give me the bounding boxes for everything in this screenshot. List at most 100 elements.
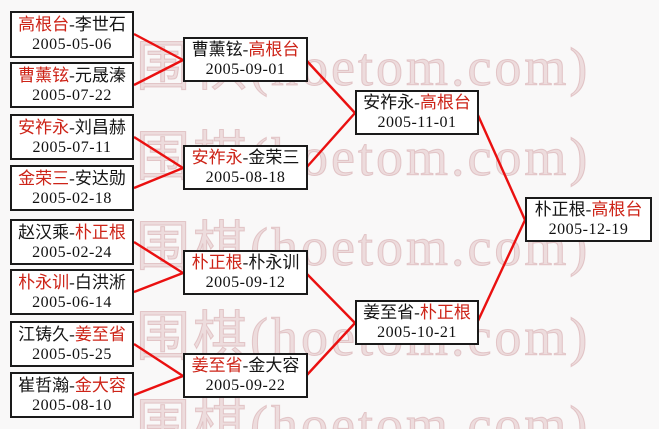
match-box-r1-4: 金荣三-安达勋 2005-02-18 — [10, 165, 134, 211]
match-players: 金荣三-安达勋 — [18, 168, 126, 189]
match-players: 姜至省-金大容 — [192, 355, 300, 376]
match-box-r2-1: 曹薰铉-高根台 2005-09-01 — [183, 37, 308, 82]
player-1: 金荣三 — [18, 168, 70, 188]
player-2: 金荣三 — [248, 148, 300, 167]
player-separator: - — [414, 93, 420, 112]
player-1: 赵汉乘 — [18, 222, 70, 242]
match-date: 2005-08-18 — [205, 169, 286, 186]
match-date: 2005-09-22 — [205, 377, 286, 394]
player-2: 高根台 — [591, 200, 643, 219]
player-separator: - — [69, 117, 75, 137]
match-box-sf-1: 安祚永-高根台 2005-11-01 — [355, 90, 479, 135]
player-2: 朴正根 — [74, 222, 126, 242]
match-date: 2005-05-06 — [32, 36, 112, 53]
match-date: 2005-02-18 — [32, 189, 112, 207]
connector-line — [133, 240, 184, 275]
match-players: 安祚永-高根台 — [363, 92, 471, 113]
match-date: 2005-05-25 — [32, 345, 112, 363]
player-2: 金大容 — [74, 375, 126, 395]
connector-line — [133, 374, 184, 397]
match-players: 朴正根-高根台 — [535, 199, 643, 220]
match-box-sf-2: 姜至省-朴正根 2005-10-21 — [355, 300, 479, 345]
match-box-r1-5: 赵汉乘-朴正根 2005-02-24 — [10, 219, 134, 265]
player-2: 元晟溱 — [74, 65, 126, 85]
match-players: 高根台-李世石 — [18, 14, 126, 35]
connector-line — [133, 166, 184, 190]
player-2: 高根台 — [248, 40, 300, 59]
match-date: 2005-08-10 — [32, 396, 112, 414]
match-box-r1-2: 曹薰铉-元晟溱 2005-07-22 — [10, 62, 134, 108]
match-box-r2-4: 姜至省-金大容 2005-09-22 — [183, 353, 308, 398]
match-date: 2005-11-01 — [377, 114, 457, 131]
player-2: 白洪淅 — [74, 272, 126, 292]
player-1: 高根台 — [18, 15, 70, 34]
match-box-r1-7: 江铸久-姜至省 2005-05-25 — [10, 321, 134, 367]
player-2: 高根台 — [419, 93, 471, 112]
player-1: 朴正根 — [191, 253, 243, 272]
player-separator: - — [69, 222, 75, 242]
match-date: 2005-10-21 — [377, 324, 457, 341]
player-2: 安达勋 — [74, 168, 126, 188]
player-1: 崔哲瀚 — [18, 375, 70, 395]
match-players: 曹薰铉-高根台 — [192, 39, 300, 60]
match-date: 2005-06-14 — [32, 293, 112, 311]
connector-line — [475, 112, 527, 221]
player-2: 金大容 — [248, 356, 300, 375]
match-date: 2005-12-19 — [548, 221, 629, 238]
player-separator: - — [242, 253, 249, 272]
match-players: 赵汉乘-朴正根 — [18, 222, 126, 243]
match-players: 曹薰铉-元晟溱 — [18, 65, 126, 86]
match-date: 2005-09-01 — [205, 61, 286, 78]
connector-line — [133, 271, 184, 294]
match-players: 朴正根-朴永训 — [192, 252, 300, 273]
player-separator: - — [242, 148, 249, 167]
match-box-r1-6: 朴永训-白洪淅 2005-06-14 — [10, 269, 134, 315]
match-players: 姜至省-朴正根 — [363, 302, 471, 323]
player-separator: - — [242, 356, 249, 375]
player-2: 朴永训 — [248, 253, 300, 272]
match-box-r2-3: 朴正根-朴永训 2005-09-12 — [183, 250, 308, 295]
player-1: 朴正根 — [534, 200, 586, 219]
player-1: 安祚永 — [363, 93, 415, 112]
player-separator: - — [414, 303, 420, 322]
connector-line — [133, 135, 184, 170]
connector-line — [133, 32, 184, 62]
player-2: 姜至省 — [74, 324, 126, 344]
player-2: 刘昌赫 — [74, 117, 126, 137]
match-players: 安祚永-金荣三 — [192, 147, 300, 168]
player-1: 姜至省 — [363, 303, 415, 322]
connector-line — [305, 59, 356, 114]
match-box-final: 朴正根-高根台 2005-12-19 — [525, 197, 652, 242]
player-separator: - — [69, 272, 75, 292]
match-box-r2-2: 安祚永-金荣三 2005-08-18 — [183, 145, 308, 190]
player-1: 曹薰铉 — [18, 65, 70, 85]
match-date: 2005-09-12 — [205, 274, 286, 291]
match-date: 2005-07-11 — [32, 138, 112, 156]
connector-line — [133, 58, 184, 87]
connector-line — [133, 342, 184, 378]
player-2: 李世石 — [74, 15, 126, 34]
connector-line — [475, 219, 527, 324]
player-separator: - — [242, 40, 249, 59]
match-date: 2005-07-22 — [32, 86, 112, 104]
player-separator: - — [585, 200, 592, 219]
player-1: 姜至省 — [191, 356, 243, 375]
player-2: 朴正根 — [419, 303, 471, 322]
player-separator: - — [69, 15, 75, 34]
player-1: 曹薰铉 — [191, 40, 243, 59]
match-box-r1-8: 崔哲瀚-金大容 2005-08-10 — [10, 372, 134, 418]
connector-line — [305, 322, 356, 377]
match-box-r1-1: 高根台-李世石 2005-05-06 — [10, 11, 134, 58]
connector-line — [305, 112, 356, 169]
player-1: 安祚永 — [191, 148, 243, 167]
match-date: 2005-02-24 — [32, 243, 112, 261]
match-players: 朴永训-白洪淅 — [18, 272, 126, 293]
player-separator: - — [69, 168, 75, 188]
match-players: 安祚永-刘昌赫 — [18, 117, 126, 138]
player-separator: - — [69, 375, 75, 395]
match-players: 江铸久-姜至省 — [18, 324, 126, 345]
match-box-r1-3: 安祚永-刘昌赫 2005-07-11 — [10, 114, 134, 160]
player-1: 江铸久 — [18, 324, 70, 344]
